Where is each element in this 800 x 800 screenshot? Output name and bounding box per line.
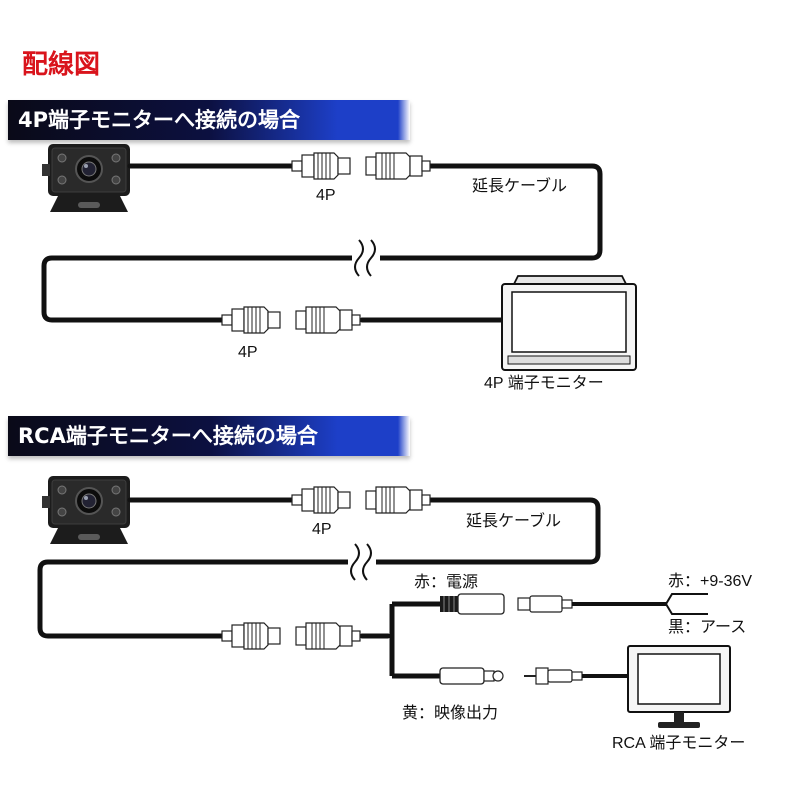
monitor-label: 4P 端子モニター xyxy=(484,374,604,392)
cable-break-icon xyxy=(354,239,364,277)
4p-connector-female xyxy=(295,622,361,650)
connector-label: 4P xyxy=(238,344,258,361)
connector-label: 4P xyxy=(312,521,332,538)
cable-break-icon xyxy=(350,543,360,581)
4p-connector-male xyxy=(221,306,281,334)
section-banner-rca: RCA端子モニターへ接続の場合 xyxy=(8,416,410,456)
rca-plug-icon xyxy=(524,667,583,685)
4p-connector-male xyxy=(291,152,351,180)
power-plug-icon xyxy=(517,595,573,613)
monitor-4p-icon xyxy=(501,275,637,371)
camera-icon xyxy=(41,475,131,545)
power-label: 赤：電源 xyxy=(414,573,478,591)
power-positive-label: 赤：+9-36V xyxy=(668,572,752,590)
extension-cable-label: 延長ケーブル xyxy=(466,511,561,530)
monitor-rca-icon xyxy=(627,645,731,728)
section-banner-4p-text: 4P端子モニターへ接続の場合 xyxy=(18,108,301,132)
ground-wire xyxy=(665,603,708,615)
section-banner-4p: 4P端子モニターへ接続の場合 xyxy=(8,100,410,140)
4p-connector-female xyxy=(295,306,361,334)
4p-connector-female xyxy=(365,486,431,514)
extension-cable xyxy=(37,497,601,639)
4p-connector-male xyxy=(221,622,281,650)
page-title: 配線図 xyxy=(22,50,101,80)
camera-icon xyxy=(41,143,131,213)
video-label: 黄：映像出力 xyxy=(402,704,498,722)
4p-connector-female xyxy=(365,152,431,180)
video-rca-connector-icon xyxy=(439,667,504,685)
4p-connector-male xyxy=(291,486,351,514)
ground-label: 黒：アース xyxy=(668,619,746,636)
monitor-label: RCA 端子モニター xyxy=(612,734,745,752)
section-4p-diagram: 4P 4P 延長ケーブル 4P 端子モニター xyxy=(41,143,637,392)
section-rca-diagram: 4P 延長ケーブル 赤：電源 黄：映像出力 赤：+9-36V 黒：アース RCA… xyxy=(37,475,752,752)
splitter-cable xyxy=(389,601,440,679)
connector-label: 4P xyxy=(316,187,336,204)
power-positive-wire xyxy=(665,593,708,605)
power-connector-icon xyxy=(440,593,505,615)
extension-cable-label: 延長ケーブル xyxy=(472,176,567,195)
section-banner-rca-text: RCA端子モニターへ接続の場合 xyxy=(18,424,318,448)
